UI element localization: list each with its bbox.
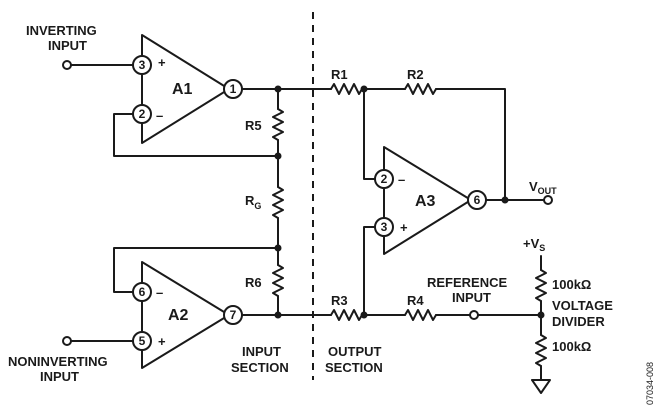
junction-dot: [360, 311, 368, 319]
a3-pin-2: [374, 169, 394, 189]
a3-pin-3-label: 3: [381, 220, 388, 234]
vout-terminal: [543, 195, 553, 205]
resistor-r5: [272, 108, 284, 141]
a1-pin-2-label: 2: [139, 107, 146, 121]
vs-label: +VS: [523, 236, 545, 253]
voltage-divider-label-1: VOLTAGE: [552, 298, 613, 313]
r4-label: R4: [407, 293, 424, 308]
a3-plus-sign: +: [400, 220, 408, 235]
a2-plus-sign: +: [158, 334, 166, 349]
a3-pin-6-label: 6: [474, 193, 481, 207]
a3-inverting-wire: [363, 88, 376, 180]
resistor-rg: [272, 186, 284, 219]
junction-dot: [274, 152, 282, 160]
a2-minus-sign: –: [156, 285, 163, 300]
noninverting-input-terminal: [62, 336, 72, 346]
r2-label: R2: [407, 67, 424, 82]
divider-top-value: 100kΩ: [552, 277, 591, 292]
r2-feedback-wire: [435, 88, 506, 201]
resistor-divider-bottom: [535, 334, 547, 367]
junction-dot: [501, 196, 509, 204]
a1-plus-sign: +: [158, 55, 166, 70]
inverting-input-label-2: INPUT: [48, 38, 87, 53]
a1-label: A1: [172, 81, 193, 98]
resistor-r3: [330, 309, 363, 321]
a3-label: A3: [415, 193, 436, 210]
r6-label: R6: [245, 275, 262, 290]
a2-pin-5-label: 5: [139, 334, 146, 348]
rg-label: RG: [245, 193, 261, 211]
inverting-input-label-1: INVERTING: [26, 23, 97, 38]
resistor-r2: [404, 83, 437, 95]
a1-pin-3-label: 3: [139, 58, 146, 72]
inverting-input-terminal: [62, 60, 72, 70]
junction-dot: [274, 85, 282, 93]
opamp-a3: A3 – +: [383, 146, 472, 255]
reference-input-terminal: [469, 310, 479, 320]
a2-pin-7-label: 7: [230, 308, 237, 322]
noninverting-input-label-1: NONINVERTING: [8, 354, 108, 369]
a2-pin-5: [132, 331, 152, 351]
ground-icon: [531, 379, 551, 394]
a3-noninverting-wire: [363, 226, 376, 316]
opamp-a1: A1 + –: [141, 34, 230, 144]
a3-pin-3: [374, 217, 394, 237]
input-section-label-1: INPUT: [242, 344, 281, 359]
resistor-divider-top: [535, 269, 547, 302]
reference-input-label-1: REFERENCE: [427, 275, 508, 290]
resistor-r4: [404, 309, 437, 321]
output-section-label-2: SECTION: [325, 360, 383, 375]
figure-code: 07034-008: [645, 362, 655, 405]
resistor-r1: [330, 83, 363, 95]
reference-input-label-2: INPUT: [452, 290, 491, 305]
a1-pin-3: [132, 55, 152, 75]
input-section-label-2: SECTION: [231, 360, 289, 375]
r1-label: R1: [331, 67, 348, 82]
opamp-a2: A2 – +: [141, 261, 230, 369]
r5-label: R5: [245, 118, 262, 133]
junction-dot: [537, 311, 545, 319]
noninverting-input-label-2: INPUT: [40, 369, 79, 384]
output-section-label-1: OUTPUT: [328, 344, 382, 359]
a2-pin-6-label: 6: [139, 285, 146, 299]
a2-feedback-wire: [113, 247, 279, 293]
divider-bottom-value: 100kΩ: [552, 339, 591, 354]
a3-pin-2-label: 2: [381, 172, 388, 186]
r3-label: R3: [331, 293, 348, 308]
a2-pin-6: [132, 282, 152, 302]
a1-minus-sign: –: [156, 108, 163, 123]
vout-label: VOUT: [529, 179, 557, 196]
a3-minus-sign: –: [398, 172, 405, 187]
a1-feedback-wire: [113, 113, 279, 157]
a2-label: A2: [168, 307, 189, 324]
voltage-divider-label-2: DIVIDER: [552, 314, 605, 329]
resistor-r6: [272, 264, 284, 297]
a1-pin-1-label: 1: [230, 82, 237, 96]
